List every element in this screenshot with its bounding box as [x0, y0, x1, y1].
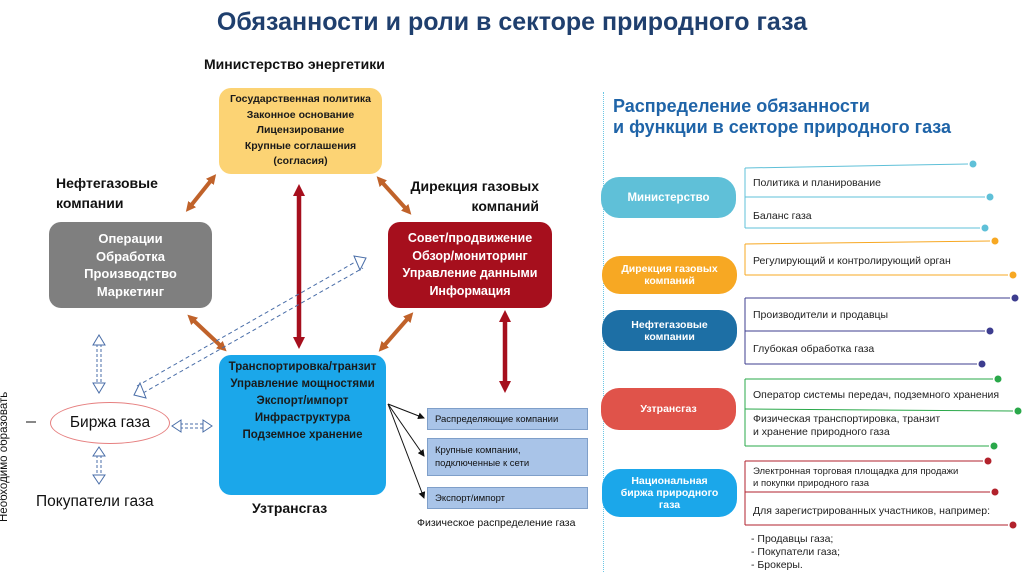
arrow-to-large: [387, 403, 425, 457]
item-participant-list: - Продавцы газа;- Покупатели газа;- Брок…: [751, 533, 841, 571]
label-gas-buyers: Покупатели газа: [36, 493, 154, 510]
label-gas-directorate: Дирекция газовых компаний: [410, 178, 540, 214]
bracket-exchange: [744, 457, 1017, 529]
bracket-uztransgaz: [744, 375, 1022, 450]
arrow-to-export: [387, 403, 426, 499]
arrow-ministry-directorate: [376, 176, 412, 215]
item-registered-participants: Для зарегистрированных участников, напри…: [753, 505, 991, 517]
pill-uztransgaz: Узтрансгаз: [601, 388, 736, 430]
label-ministry-energy: Министерство энергетики: [204, 56, 385, 72]
bracket-directorate: [744, 237, 1017, 279]
arrow-directorate-uztransgaz: [378, 312, 414, 352]
label-uztransgaz: Узтрансгаз: [252, 500, 328, 516]
label-physical-distribution: Физическое распределение газа: [417, 517, 576, 529]
item-tso-operator: Оператор системы передач, подземного хра…: [753, 389, 1000, 401]
pill-ministry: Министерство: [601, 177, 736, 218]
item-producers-sellers: Производители и продавцы: [753, 309, 889, 321]
bracket-oil: [744, 294, 1019, 368]
label-oil-gas-companies: Нефтегазовые компании: [56, 175, 158, 211]
item-regulatory-body: Регулирующий и контролирующий орган: [753, 255, 951, 267]
page-title: Обязанности и роли в секторе природного …: [216, 8, 808, 36]
right-panel-title: Распределение обязанности и функции в се…: [613, 96, 952, 137]
bracket-ministry: [744, 160, 994, 232]
dashed-arrow-exchange-oil: [92, 334, 106, 394]
item-e-trading: Электронная торговая площадка для продаж…: [753, 466, 959, 489]
arrow-ministry-oil: [185, 174, 217, 212]
item-deep-processing: Глубокая обработка газа: [753, 343, 875, 355]
item-gas-balance: Баланс газа: [753, 210, 812, 222]
export-import-box: Экспорт/импорт: [427, 487, 588, 509]
gas-exchange-ellipse: Биржа газа: [50, 402, 170, 444]
distribution-companies-box: Распределяющие компании: [427, 408, 588, 430]
dashed-arrow-diagonal: [133, 255, 367, 399]
arrow-to-distribution: [387, 403, 425, 420]
item-policy-planning: Политика и планирование: [753, 177, 881, 189]
dashed-arrow-exchange-buyers: [92, 446, 106, 485]
arrow-oil-uztransgaz: [187, 314, 227, 352]
large-companies-box: Крупные компании,подключенные к сети: [427, 438, 588, 476]
dashed-arrow-exchange-uztransgaz: [171, 419, 213, 433]
